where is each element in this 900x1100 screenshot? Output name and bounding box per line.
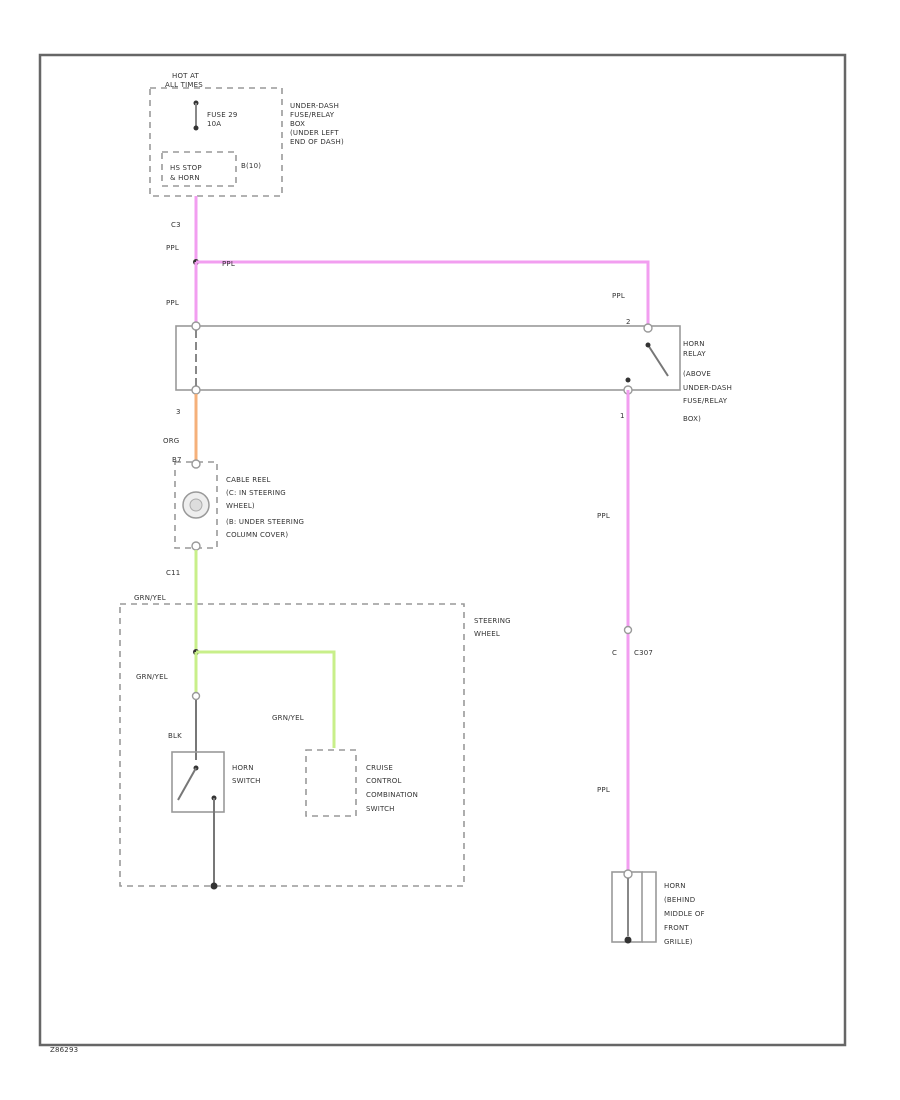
all-times-label: ALL TIMES [165, 81, 203, 89]
horn-relay: 2 1 HORN RELAY (ABOVE UNDER-DASH FUSE/RE… [175, 318, 732, 423]
relay-label-1: HORN [683, 340, 705, 348]
horn-label-3: MIDDLE OF [664, 910, 705, 918]
steering-wheel-region: STEERING WHEEL GRN/YEL [119, 594, 511, 887]
horn-switch-outline [171, 751, 225, 813]
reel-label-2: (C: IN STEERING [226, 489, 286, 497]
c307-label-c: C [612, 649, 617, 657]
terminal-2-label: 2 [626, 318, 631, 326]
wire-splice-to-cruise [196, 650, 336, 748]
cruise-label-4: SWITCH [366, 805, 395, 813]
fuse-location-4: (UNDER LEFT [290, 129, 339, 137]
fuse-location-2: FUSE/RELAY [290, 111, 335, 119]
horn-switch-arm [177, 767, 197, 801]
cruise-control-switch: CRUISE CONTROL COMBINATION SWITCH [305, 749, 418, 817]
horn-switch-label-1: HORN [232, 764, 254, 772]
horn-label-4: FRONT [664, 924, 689, 932]
steering-wheel-outline [119, 603, 465, 887]
ppl-label-2: PPL [222, 260, 235, 268]
relay-label-4: UNDER-DASH [683, 384, 732, 392]
ppl-label-4: PPL [612, 292, 625, 300]
reel-label-1: CABLE REEL [226, 476, 271, 484]
relay-switch-contact [625, 377, 631, 383]
fuse-rating-label: 10A [207, 120, 221, 128]
fuse-number-label: FUSE 29 [207, 111, 238, 119]
relay-switch-pivot [645, 342, 651, 348]
reel-label-5: COLUMN COVER) [226, 531, 288, 539]
reel-label-4: (B: UNDER STEERING [226, 518, 304, 526]
fuse-block: HOT AT ALL TIMES FUSE 29 10A HS STOP & H… [149, 72, 344, 197]
cruise-label-3: COMBINATION [366, 791, 418, 799]
ppl-label-5: PPL [597, 512, 610, 520]
wire-splice-to-relay [196, 260, 650, 328]
b7-label: B7 [172, 456, 182, 464]
terminal-1-label: 1 [620, 412, 625, 420]
cruise-label-2: CONTROL [366, 777, 402, 785]
grn-label-3: GRN/YEL [272, 714, 304, 722]
horn-bell [642, 871, 657, 943]
cruise-label-1: CRUISE [366, 764, 393, 772]
ppl-label-6: PPL [597, 786, 610, 794]
relay-label-6: BOX) [683, 415, 701, 423]
fuse-location-3: BOX [290, 120, 305, 128]
grn-label-2: GRN/YEL [136, 673, 168, 681]
hs-stop-label: HS STOP [170, 164, 202, 172]
steering-label-1: STEERING [474, 617, 511, 625]
relay-label-2: RELAY [683, 350, 706, 358]
relay-term-left-top [191, 321, 201, 331]
b10-label: B(10) [241, 162, 261, 170]
horn-label-2: (BEHIND [664, 896, 695, 904]
org-label: ORG [163, 437, 179, 445]
fuse-box-outline [149, 87, 283, 197]
ppl-label-3: PPL [166, 299, 179, 307]
steering-label-2: WHEEL [474, 630, 500, 638]
fuse-location-1: UNDER-DASH [290, 102, 339, 110]
reel-term-bottom [191, 541, 201, 551]
horn-switch-term-top [191, 691, 201, 701]
diagram-code: Z86293 [50, 1046, 78, 1054]
relay-outline [175, 325, 681, 391]
horn: HORN (BEHIND MIDDLE OF FRONT GRILLE) [611, 869, 705, 946]
relay-label-3: (ABOVE [683, 370, 711, 378]
horn-switch-label-2: SWITCH [232, 777, 261, 785]
hot-at-label: HOT AT [172, 72, 200, 80]
c307-terminal [623, 625, 633, 635]
relay-term-left-bottom [191, 385, 201, 395]
c307-label: C307 [634, 649, 653, 657]
relay-term-right-top [643, 323, 653, 333]
horn-ground-dot [624, 936, 632, 944]
horn-label-5: GRILLE) [664, 938, 693, 946]
fuse-terminal-bottom [193, 125, 199, 131]
relay-label-5: FUSE/RELAY [683, 397, 728, 405]
c3-label: C3 [171, 221, 181, 229]
grn-label-1: GRN/YEL [134, 594, 166, 602]
horn-label: & HORN [170, 174, 200, 182]
relay-switch-arm [647, 344, 669, 377]
cruise-switch-outline [305, 749, 357, 817]
terminal-3-label: 3 [176, 408, 181, 416]
reel-label-3: WHEEL) [226, 502, 255, 510]
cable-reel: B7 CABLE REEL (C: IN STEERING WHEEL) (B:… [172, 456, 304, 551]
reel-coil-inner [189, 498, 203, 512]
horn-switch: BLK HORN SWITCH [168, 691, 261, 890]
ground-point [210, 882, 218, 890]
horn-label-1: HORN [664, 882, 686, 890]
blk-label: BLK [168, 732, 182, 740]
reel-term-top [191, 459, 201, 469]
hs-fuse-outline [161, 151, 237, 187]
c11-label: C11 [166, 569, 180, 577]
horn-terminal-top [623, 869, 633, 879]
ppl-label-1: PPL [166, 244, 179, 252]
diagram-frame [38, 53, 847, 1047]
fuse-location-5: END OF DASH) [290, 138, 344, 146]
